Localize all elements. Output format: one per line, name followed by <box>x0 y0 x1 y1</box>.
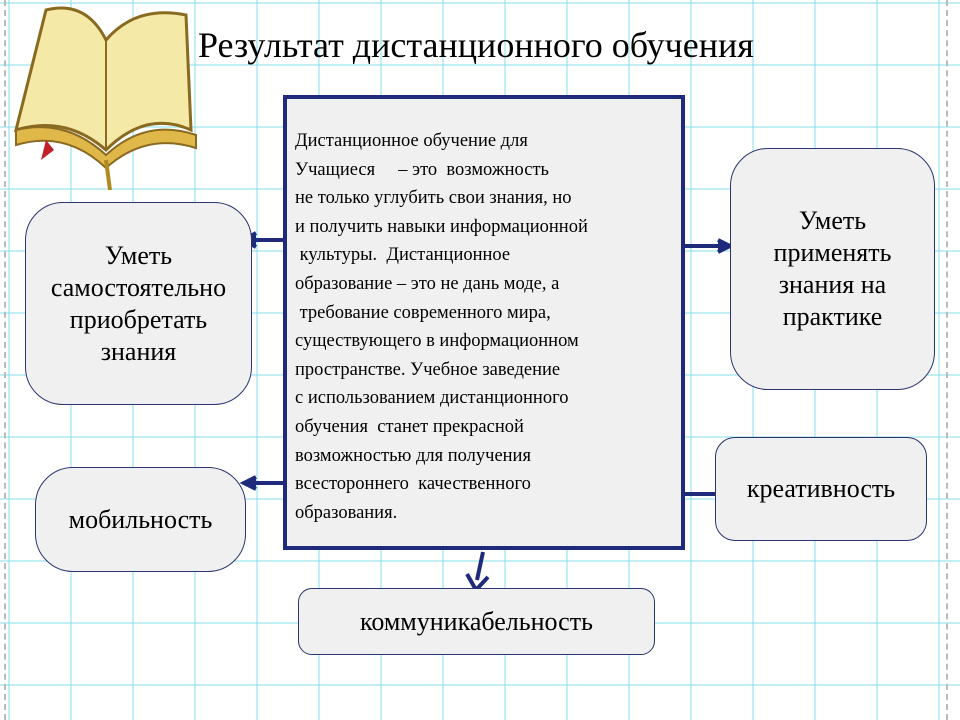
text-line: образования. <box>295 502 398 523</box>
self-learning-box: Уметь самостоятельно приобретать знания <box>25 202 252 405</box>
text-line: всестороннего качественного <box>295 474 531 495</box>
text-line: пространстве. Учебное заведение <box>295 359 561 380</box>
text-line: Дистанционное обучение для <box>295 131 528 151</box>
text-line: существующего в информационном <box>295 331 579 352</box>
text-line: и получить навыки информационной <box>295 216 588 237</box>
slide-title: Результат дистанционного обучения <box>198 25 754 65</box>
definition-box: Дистанционное обучение для Учащиеся – эт… <box>283 95 685 550</box>
creativity-box: креативность <box>715 437 927 541</box>
text-line: возможностью для получения <box>295 445 531 466</box>
mobility-box: мобильность <box>35 467 246 572</box>
left-dashed-border <box>4 0 18 720</box>
text-line: не только углубить свои знания, но <box>295 188 572 209</box>
text-line: с использованием дистанционного <box>295 388 569 409</box>
text-line: обучения станет прекрасной <box>295 416 524 437</box>
communication-box: коммуникабельность <box>298 588 655 655</box>
arrow-down <box>475 551 485 581</box>
right-dashed-border <box>946 0 960 720</box>
text-line: культуры. Дистанционное <box>295 245 511 266</box>
text-line: требование современного мира, <box>295 302 551 323</box>
book-icon <box>13 6 197 191</box>
text-line: образование – это не дань моде, а <box>295 273 560 294</box>
text-line: Учащиеся – это возможность <box>295 159 549 180</box>
apply-knowledge-box: Уметь применять знания на практике <box>730 148 935 390</box>
